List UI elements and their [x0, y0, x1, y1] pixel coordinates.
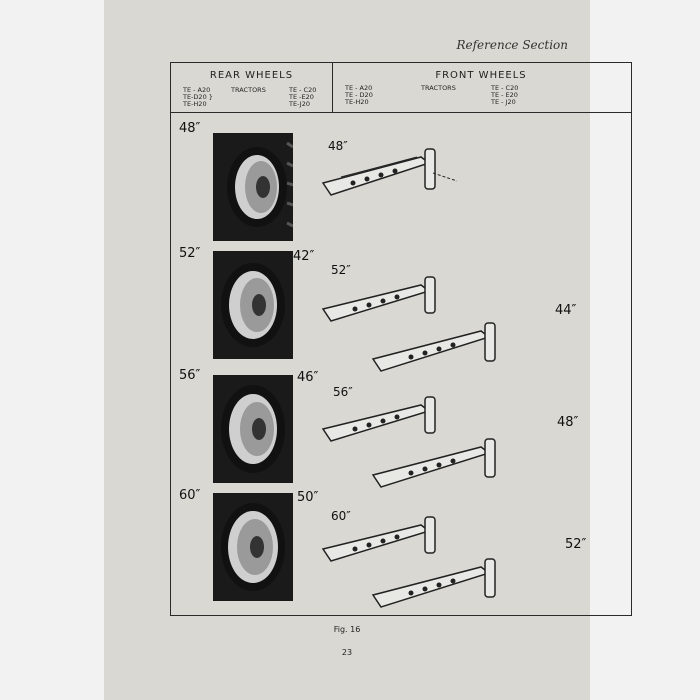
rear-tractors-label: TRACTORS	[231, 86, 266, 94]
page-number: 23	[341, 648, 353, 657]
rear-wheels-title: REAR WHEELS	[209, 70, 294, 81]
rear-wheel-illustration	[213, 375, 293, 483]
rear-model: TE-H20	[183, 100, 207, 108]
rear-model: TE -E20	[289, 93, 314, 101]
front-size-label: 56″	[333, 385, 353, 399]
front-model: TE - J20	[491, 98, 516, 106]
front-size-label: 42″	[293, 249, 315, 264]
front-tractors-label: TRACTORS	[421, 84, 456, 92]
front-size-label: 46″	[297, 370, 319, 385]
front-axle-illustration	[321, 396, 436, 442]
rear-size-label: 60″	[179, 488, 201, 503]
front-axle-illustration	[371, 558, 496, 608]
front-model: TE-H20	[345, 98, 369, 106]
rear-model: TE - A20	[183, 86, 211, 94]
front-size-label: 60″	[331, 509, 351, 523]
rear-size-label: 56″	[179, 368, 201, 383]
front-model: TE - E20	[491, 91, 518, 99]
rear-size-label: 52″	[179, 246, 201, 261]
front-axle-illustration	[321, 276, 436, 322]
front-axle-illustration	[321, 516, 436, 562]
rear-model: TE - C20	[289, 86, 317, 94]
front-size-label: 52″	[565, 537, 587, 552]
rear-model: TE-D20 }	[183, 93, 213, 101]
front-model: TE - D20	[345, 91, 373, 99]
front-size-label: 50″	[297, 490, 319, 505]
front-model: TE - A20	[345, 84, 373, 92]
front-axle-illustration	[321, 148, 458, 196]
front-axle-illustration	[371, 322, 496, 372]
wheel-table-header: REAR WHEELS TE - A20 TE-D20 } TE-H20 TRA…	[171, 63, 631, 113]
front-wheels-title: FRONT WHEELS	[435, 70, 527, 81]
rear-size-label: 48″	[179, 121, 201, 136]
rear-wheels-column: REAR WHEELS TE - A20 TE-D20 } TE-H20 TRA…	[171, 63, 333, 112]
section-header: Reference Section	[456, 38, 568, 52]
figure-caption: Fig. 16	[333, 625, 361, 634]
front-wheels-column: FRONT WHEELS TE - A20 TE - D20 TE-H20 TR…	[333, 63, 629, 112]
front-size-label: 52″	[331, 263, 351, 277]
front-axle-illustration	[371, 438, 496, 488]
rear-wheel-illustration	[213, 493, 293, 601]
rear-wheel-illustration	[213, 133, 293, 241]
front-size-label: 48″	[328, 139, 348, 153]
front-model: TE - C20	[491, 84, 519, 92]
rear-wheel-illustration	[213, 251, 293, 359]
rear-model: TE-J20	[289, 100, 310, 108]
front-size-label: 48″	[557, 415, 579, 430]
figure-frame: REAR WHEELS TE - A20 TE-D20 } TE-H20 TRA…	[170, 62, 632, 616]
document-page: Reference Section REAR WHEELS TE - A20 T…	[104, 0, 632, 700]
front-size-label: 44″	[555, 303, 577, 318]
